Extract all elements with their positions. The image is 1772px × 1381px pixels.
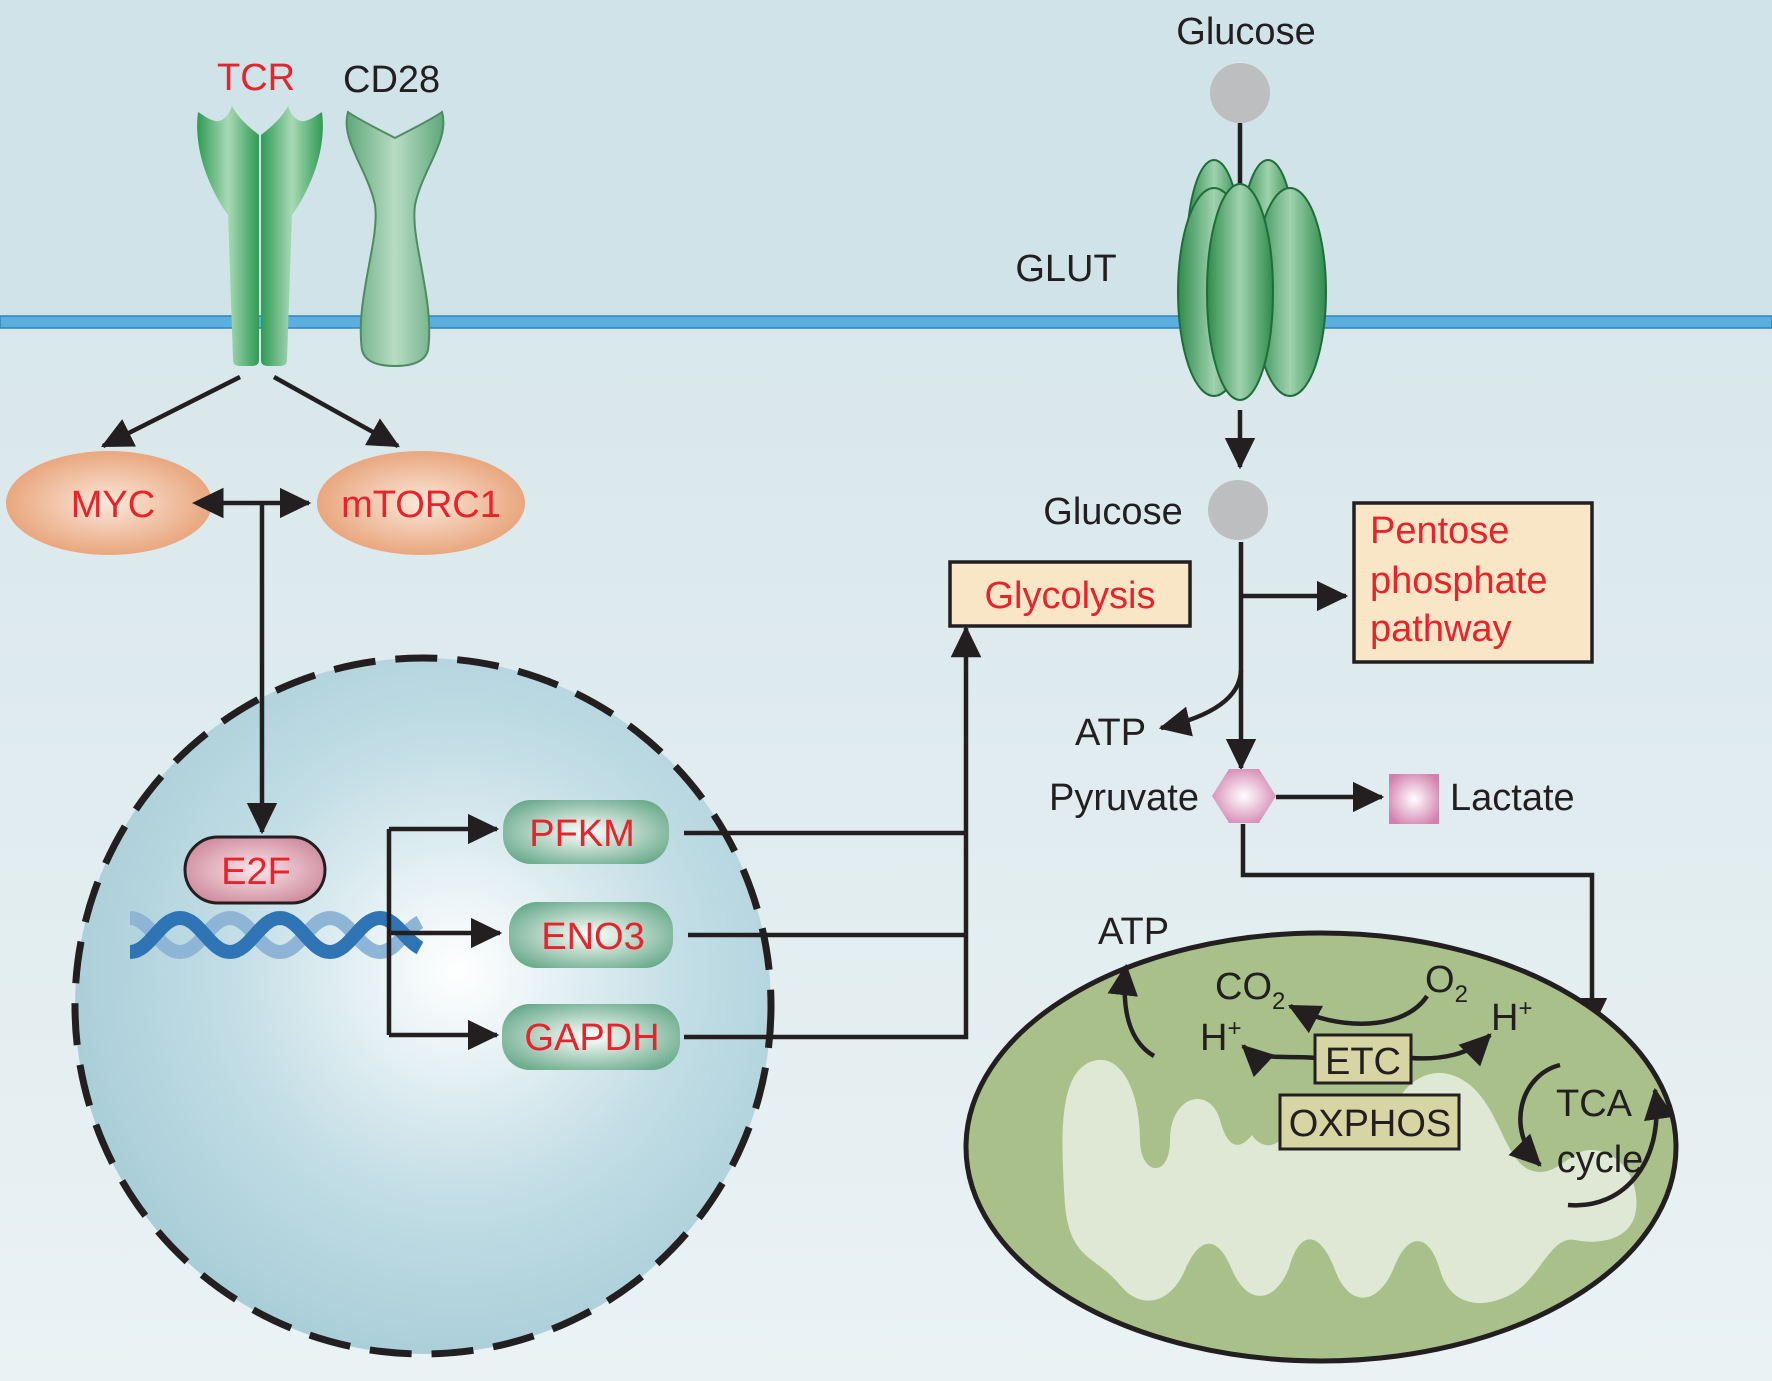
etc-box [1313,1033,1413,1085]
arrow-tcr-to-mtorc1 [272,375,400,448]
atp-glycolysis-label: ATP [1075,712,1146,754]
myc-label: MYC [71,484,155,526]
gene-eno3 [509,902,673,968]
ppp-label-2: phosphate [1370,560,1548,602]
arrow-etc-to-h-left [1241,1044,1317,1078]
atp-mito-label: ATP [1098,911,1169,953]
tca-cycle-arc-right [1567,1087,1675,1208]
arrow-etc-to-h-right [1410,1033,1492,1067]
gene-eno3-label: ENO3 [541,916,644,958]
arrow-to-atp-mito [1107,963,1156,1058]
glucose-in-label: Glucose [1043,491,1182,533]
oxphos-label: OXPHOS [1289,1103,1452,1145]
pyruvate-label: Pyruvate [1049,777,1199,819]
glut-label: GLUT [1015,248,1116,290]
gene-pfkm [503,800,669,864]
mtorc1-node [317,451,525,555]
arrow-pyruvate-to-tca [1240,824,1608,1030]
gene-gapdh-label: GAPDH [524,1017,659,1059]
oxphos-box [1278,1093,1461,1151]
cell-membrane [0,315,1772,329]
arrow-tcr-to-myc [100,374,242,449]
glycolysis-box [948,560,1192,628]
tcr-receptor [197,96,323,366]
etc-label: ETC [1325,1041,1401,1083]
tca-cycle-arc-left [1508,1062,1561,1167]
myc-node [6,451,212,555]
glucose-out-label: Glucose [1176,11,1315,53]
arrow-to-atp-glycolysis [1158,669,1244,737]
tcr-label: TCR [217,57,295,99]
mtorc1-label: mTORC1 [341,484,501,526]
cd28-receptor [345,110,445,368]
dna-helix [128,910,424,960]
lactate-molecule [1389,774,1439,824]
lactate-label: Lactate [1450,777,1575,819]
connector-genes-to-glycolysis [684,628,966,1040]
h-right-label: H+ [1491,995,1532,1039]
nucleus [71,654,775,1358]
tca-label-2: cycle [1557,1139,1644,1181]
e2f-node [183,835,327,905]
mitochondrion-cristae [1062,1059,1637,1303]
cd28-label: CD28 [343,59,440,101]
o2-label: O2 [1425,959,1468,1008]
ppp-label-1: Pentose [1370,510,1509,552]
pyruvate-molecule [1212,769,1276,823]
co2-label: CO2 [1215,966,1285,1015]
arrow-o2-to-co2 [1288,994,1429,1034]
glucose-out-molecule [1210,63,1270,123]
glycolysis-label: Glycolysis [984,575,1155,617]
gene-pfkm-label: PFKM [529,813,635,855]
tca-label-1: TCA [1556,1083,1633,1125]
ppp-label-3: pathway [1370,608,1512,650]
ppp-box [1352,501,1594,664]
h-left-label: H+ [1200,1015,1241,1059]
gene-gapdh [502,1004,680,1070]
glut-transporter [1177,159,1327,401]
e2f-label: E2F [221,851,291,893]
glucose-in-molecule [1208,480,1268,540]
